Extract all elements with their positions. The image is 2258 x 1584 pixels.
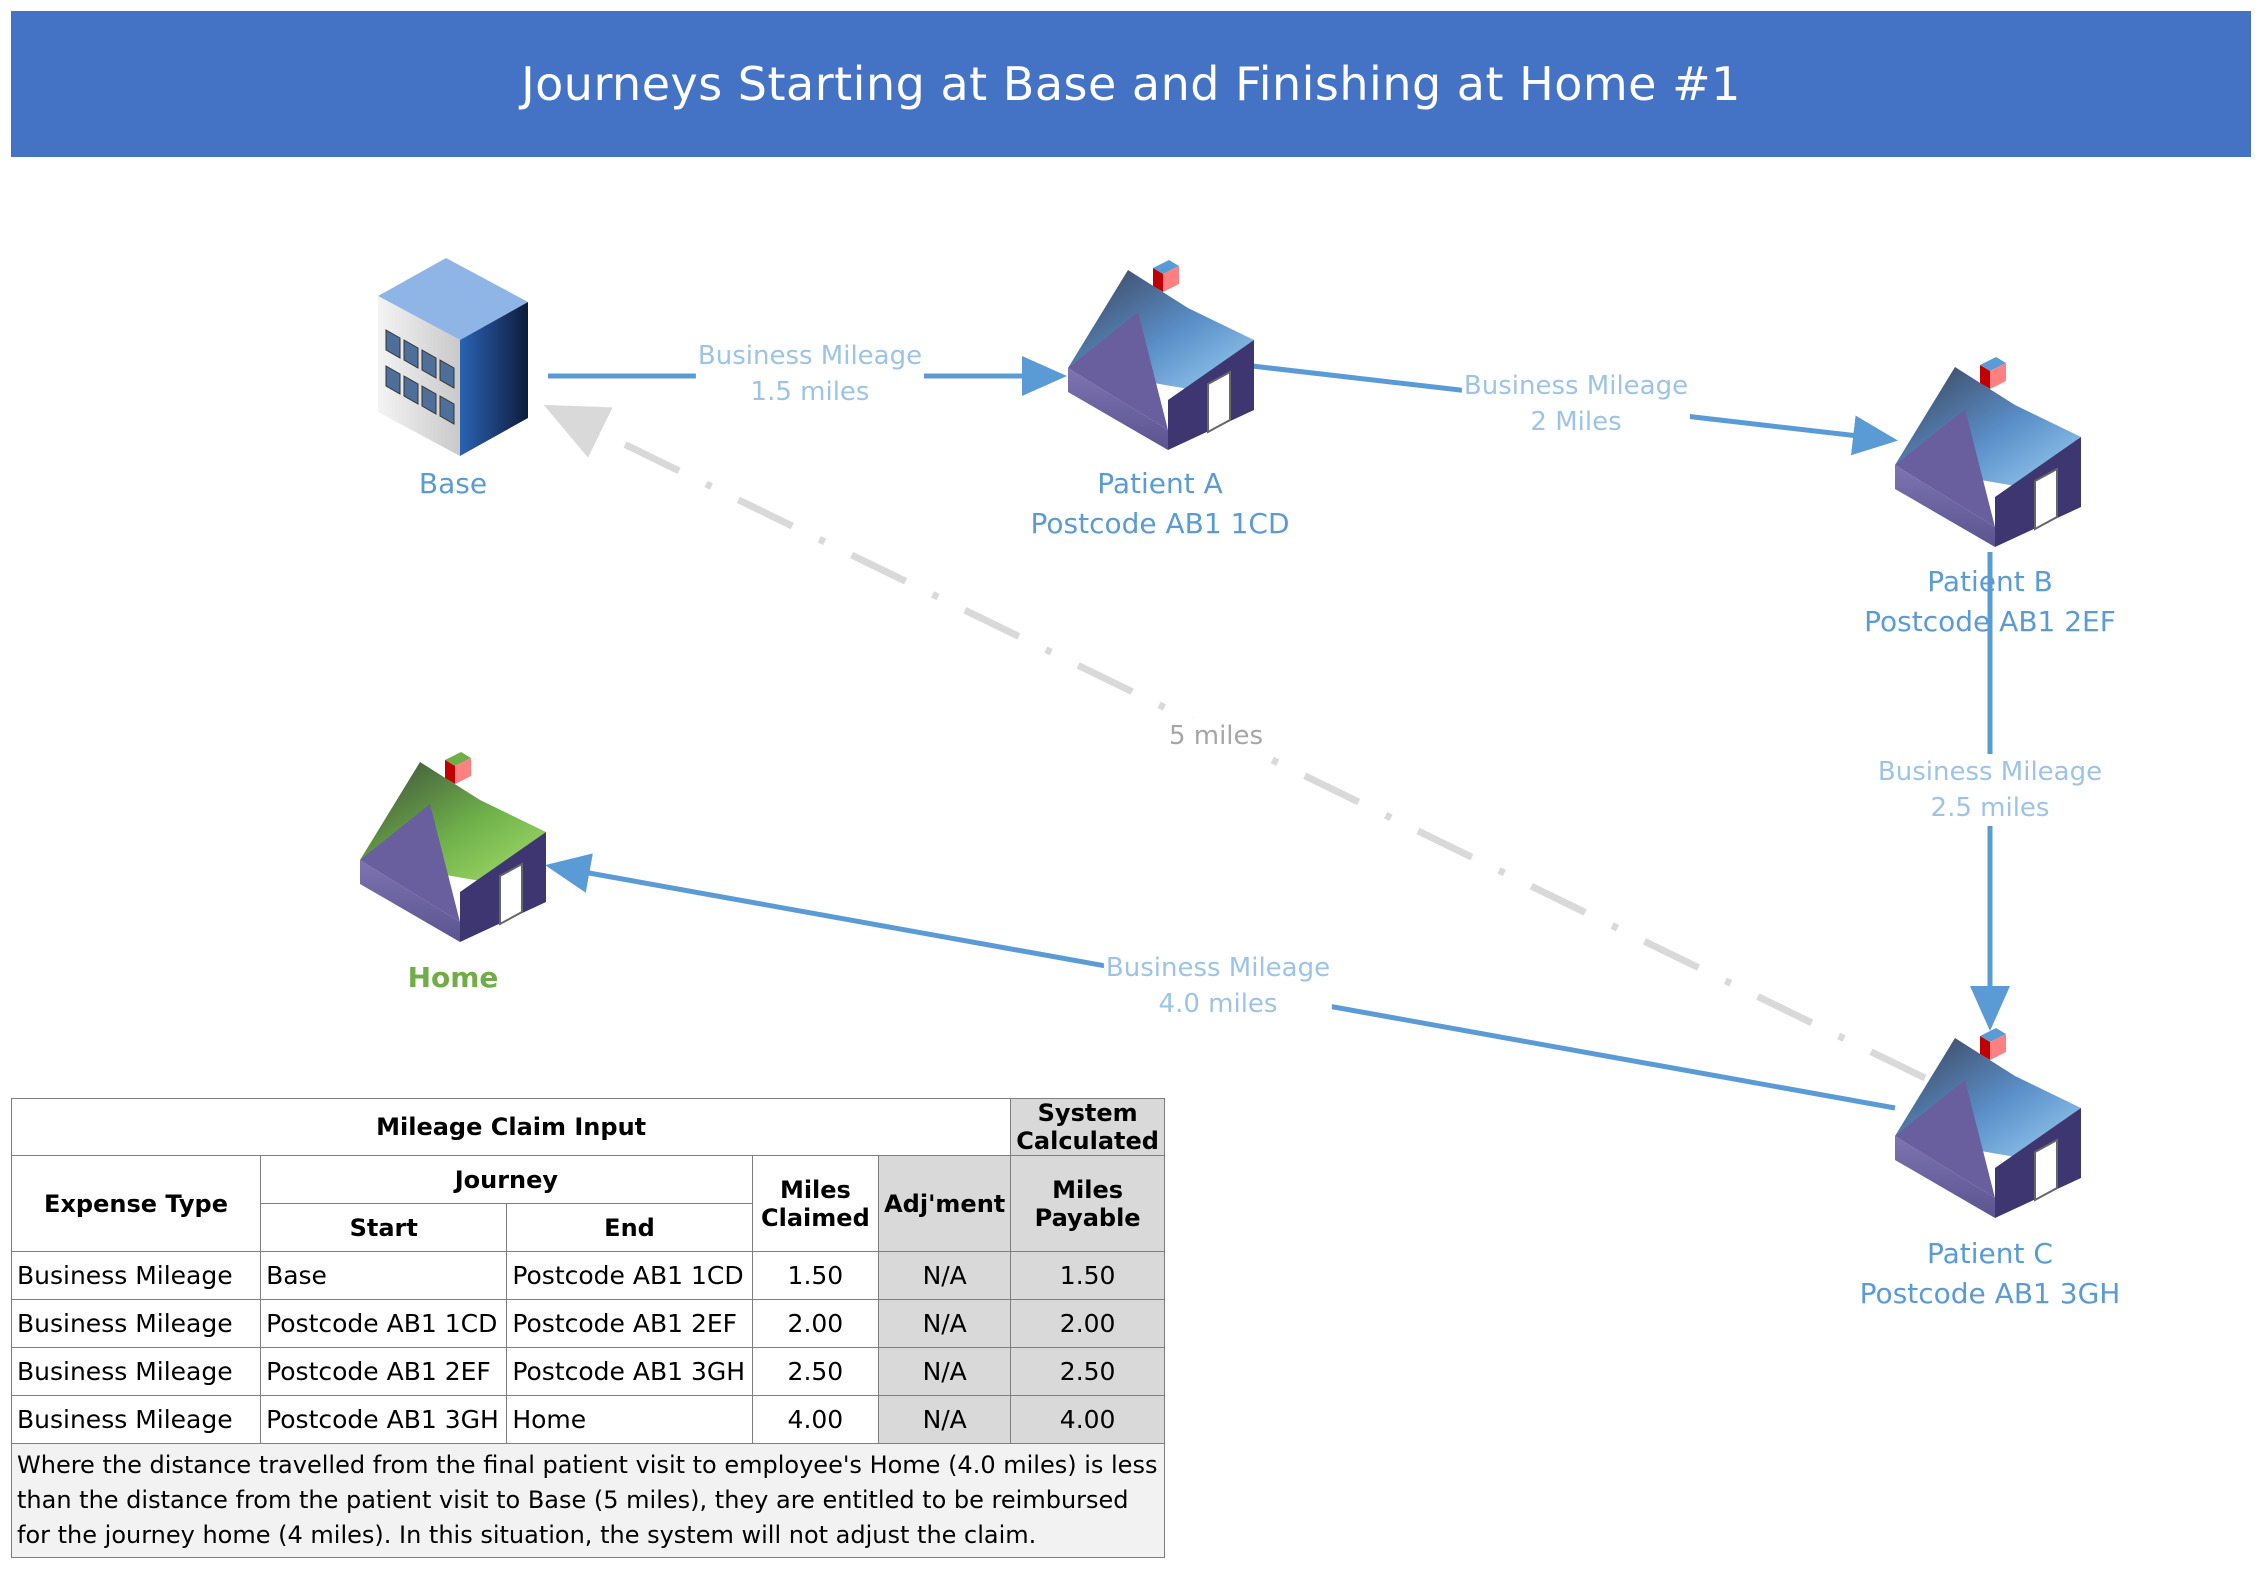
base-label: Base bbox=[419, 464, 487, 504]
col-header-start: Start bbox=[261, 1204, 507, 1252]
patient-b-postcode: Postcode AB1 2EF bbox=[1864, 602, 2116, 642]
edge-label-base-to-a: Business Mileage 1.5 miles bbox=[696, 338, 924, 410]
edge-label-a-to-b: Business Mileage 2 Miles bbox=[1462, 368, 1690, 440]
patient-a-name: Patient A bbox=[1030, 464, 1289, 504]
col-header-miles-claimed-line2: Claimed bbox=[758, 1204, 873, 1232]
cell-miles-claimed: 4.00 bbox=[752, 1396, 878, 1444]
edge-label-b-to-c: Business Mileage 2.5 miles bbox=[1876, 754, 2104, 826]
col-header-miles-payable-line1: Miles bbox=[1016, 1176, 1159, 1204]
col-header-miles-payable: Miles Payable bbox=[1011, 1156, 1165, 1252]
table-row: Business Mileage Postcode AB1 1CD Postco… bbox=[12, 1300, 1165, 1348]
cell-miles-claimed: 2.50 bbox=[752, 1348, 878, 1396]
cell-adjustment: N/A bbox=[879, 1252, 1011, 1300]
home-label: Home bbox=[408, 958, 499, 998]
col-header-expense-type: Expense Type bbox=[12, 1156, 261, 1252]
patient-a-label: Patient A Postcode AB1 1CD bbox=[1030, 464, 1289, 544]
edge-label-c-to-home-type: Business Mileage bbox=[1106, 950, 1330, 986]
table-row: Business Mileage Base Postcode AB1 1CD 1… bbox=[12, 1252, 1165, 1300]
edge-label-base-to-a-type: Business Mileage bbox=[698, 338, 922, 374]
edge-label-a-to-b-distance: 2 Miles bbox=[1464, 404, 1688, 440]
edge-label-base-to-a-distance: 1.5 miles bbox=[698, 374, 922, 410]
edge-label-b-to-c-distance: 2.5 miles bbox=[1878, 790, 2102, 826]
cell-expense-type: Business Mileage bbox=[12, 1396, 261, 1444]
col-header-miles-claimed-line1: Miles bbox=[758, 1176, 873, 1204]
table-row: Business Mileage Postcode AB1 2EF Postco… bbox=[12, 1348, 1165, 1396]
home-name: Home bbox=[408, 958, 499, 998]
edge-label-c-to-home-distance: 4.0 miles bbox=[1106, 986, 1330, 1022]
col-header-journey: Journey bbox=[261, 1156, 753, 1204]
cell-expense-type: Business Mileage bbox=[12, 1348, 261, 1396]
cell-miles-payable: 2.50 bbox=[1011, 1348, 1165, 1396]
cell-end: Postcode AB1 1CD bbox=[507, 1252, 752, 1300]
patient-b-name: Patient B bbox=[1864, 562, 2116, 602]
table-note: Where the distance travelled from the fi… bbox=[12, 1444, 1165, 1558]
cell-miles-claimed: 1.50 bbox=[752, 1252, 878, 1300]
cell-end: Home bbox=[507, 1396, 752, 1444]
cell-end: Postcode AB1 3GH bbox=[507, 1348, 752, 1396]
group-header-input: Mileage Claim Input bbox=[12, 1099, 1011, 1156]
cell-adjustment: N/A bbox=[879, 1300, 1011, 1348]
cell-expense-type: Business Mileage bbox=[12, 1252, 261, 1300]
patient-a-house-icon bbox=[1068, 260, 1254, 450]
patient-a-postcode: Postcode AB1 1CD bbox=[1030, 504, 1289, 544]
patient-c-postcode: Postcode AB1 3GH bbox=[1860, 1274, 2121, 1314]
table-row: Business Mileage Postcode AB1 3GH Home 4… bbox=[12, 1396, 1165, 1444]
patient-c-name: Patient C bbox=[1860, 1234, 2121, 1274]
col-header-miles-payable-line2: Payable bbox=[1016, 1204, 1159, 1232]
table-group-header-row: Mileage Claim Input System Calculated bbox=[12, 1099, 1165, 1156]
col-header-adjustment: Adj'ment bbox=[879, 1156, 1011, 1252]
cell-adjustment: N/A bbox=[879, 1348, 1011, 1396]
cell-start: Postcode AB1 1CD bbox=[261, 1300, 507, 1348]
cell-start: Postcode AB1 3GH bbox=[261, 1396, 507, 1444]
cell-adjustment: N/A bbox=[879, 1396, 1011, 1444]
cell-miles-payable: 2.00 bbox=[1011, 1300, 1165, 1348]
home-house-icon bbox=[360, 752, 546, 942]
building-icon bbox=[378, 258, 528, 456]
edge-label-a-to-b-type: Business Mileage bbox=[1464, 368, 1688, 404]
edge-label-c-to-base: 5 miles bbox=[1167, 718, 1265, 754]
table-header-row-1: Expense Type Journey Miles Claimed Adj'm… bbox=[12, 1156, 1165, 1204]
table-note-row: Where the distance travelled from the fi… bbox=[12, 1444, 1165, 1558]
cell-miles-claimed: 2.00 bbox=[752, 1300, 878, 1348]
edge-label-c-to-base-distance: 5 miles bbox=[1169, 718, 1263, 754]
patient-c-label: Patient C Postcode AB1 3GH bbox=[1860, 1234, 2121, 1314]
col-header-end: End bbox=[507, 1204, 752, 1252]
patient-c-house-icon bbox=[1895, 1028, 2081, 1218]
edge-label-b-to-c-type: Business Mileage bbox=[1878, 754, 2102, 790]
mileage-claim-table: Mileage Claim Input System Calculated Ex… bbox=[11, 1098, 1165, 1558]
patient-b-house-icon bbox=[1895, 357, 2081, 547]
cell-miles-payable: 1.50 bbox=[1011, 1252, 1165, 1300]
col-header-miles-claimed: Miles Claimed bbox=[752, 1156, 878, 1252]
base-name: Base bbox=[419, 464, 487, 504]
cell-expense-type: Business Mileage bbox=[12, 1300, 261, 1348]
edge-label-c-to-home: Business Mileage 4.0 miles bbox=[1104, 950, 1332, 1022]
cell-miles-payable: 4.00 bbox=[1011, 1396, 1165, 1444]
group-header-system: System Calculated bbox=[1011, 1099, 1165, 1156]
cell-start: Base bbox=[261, 1252, 507, 1300]
patient-b-label: Patient B Postcode AB1 2EF bbox=[1864, 562, 2116, 642]
cell-end: Postcode AB1 2EF bbox=[507, 1300, 752, 1348]
cell-start: Postcode AB1 2EF bbox=[261, 1348, 507, 1396]
